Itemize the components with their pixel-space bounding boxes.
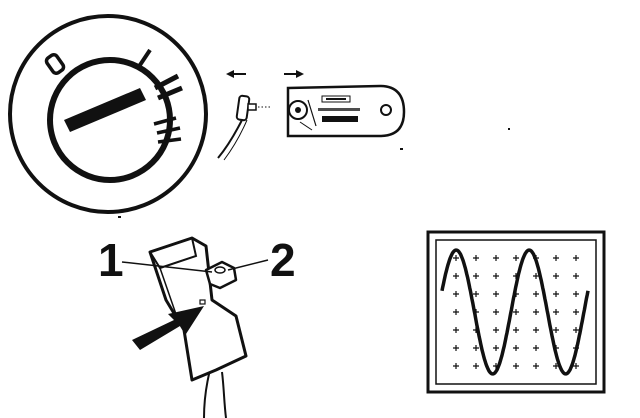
probe-tip bbox=[204, 260, 238, 290]
probe-arrow-icon bbox=[132, 306, 204, 350]
scope-grid bbox=[453, 255, 579, 369]
callout-2-leader bbox=[227, 259, 269, 271]
grid-mark bbox=[553, 273, 559, 279]
callout-1-label: 1 bbox=[98, 234, 124, 286]
grid-mark bbox=[473, 255, 479, 261]
grid-mark bbox=[453, 291, 459, 297]
grid-mark bbox=[573, 309, 579, 315]
probe-aperture bbox=[199, 299, 206, 305]
grid-mark bbox=[493, 273, 499, 279]
grid-mark bbox=[573, 273, 579, 279]
grid-mark bbox=[533, 363, 539, 369]
grid-mark bbox=[473, 363, 479, 369]
scan-specks bbox=[118, 128, 510, 218]
switch-pointer bbox=[64, 88, 146, 132]
grid-mark bbox=[533, 327, 539, 333]
grid-mark bbox=[493, 327, 499, 333]
grid-mark bbox=[453, 345, 459, 351]
grid-mark bbox=[573, 291, 579, 297]
callout-1-leader bbox=[121, 261, 213, 273]
arrow-right-icon bbox=[284, 70, 304, 78]
grid-mark bbox=[493, 309, 499, 315]
grid-mark bbox=[473, 345, 479, 351]
oscilloscope bbox=[426, 230, 606, 394]
grid-mark bbox=[553, 255, 559, 261]
cable-connector bbox=[217, 94, 270, 161]
grid-mark bbox=[553, 309, 559, 315]
grid-mark bbox=[453, 363, 459, 369]
grid-mark bbox=[513, 363, 519, 369]
grid-mark bbox=[533, 273, 539, 279]
scope-waveform bbox=[440, 248, 590, 376]
grid-mark bbox=[573, 363, 579, 369]
grid-mark bbox=[573, 255, 579, 261]
grid-mark bbox=[533, 291, 539, 297]
grid-mark bbox=[493, 345, 499, 351]
grid-mark bbox=[553, 327, 559, 333]
grid-mark bbox=[453, 273, 459, 279]
grid-mark bbox=[533, 309, 539, 315]
grid-mark bbox=[513, 309, 519, 315]
module-print-line bbox=[318, 108, 360, 111]
grid-mark bbox=[453, 327, 459, 333]
position-3-mark bbox=[153, 116, 182, 144]
rotary-switch bbox=[8, 14, 208, 214]
grid-mark bbox=[533, 345, 539, 351]
callout-2-label: 2 bbox=[270, 234, 296, 286]
grid-mark bbox=[573, 327, 579, 333]
switch-module bbox=[286, 84, 406, 138]
module-print-bar bbox=[322, 116, 358, 122]
position-1-mark bbox=[136, 48, 152, 70]
grid-mark bbox=[493, 291, 499, 297]
grid-mark bbox=[553, 291, 559, 297]
grid-mark bbox=[453, 255, 459, 261]
arrow-left-icon bbox=[226, 70, 246, 78]
grid-mark bbox=[473, 291, 479, 297]
position-2-mark bbox=[153, 73, 183, 101]
grid-mark bbox=[513, 327, 519, 333]
grid-mark bbox=[453, 309, 459, 315]
grid-mark bbox=[513, 345, 519, 351]
grid-mark bbox=[513, 255, 519, 261]
grid-mark bbox=[473, 273, 479, 279]
grid-mark bbox=[493, 255, 499, 261]
position-0-mark bbox=[44, 53, 66, 75]
module-mounting-hole bbox=[380, 104, 392, 116]
